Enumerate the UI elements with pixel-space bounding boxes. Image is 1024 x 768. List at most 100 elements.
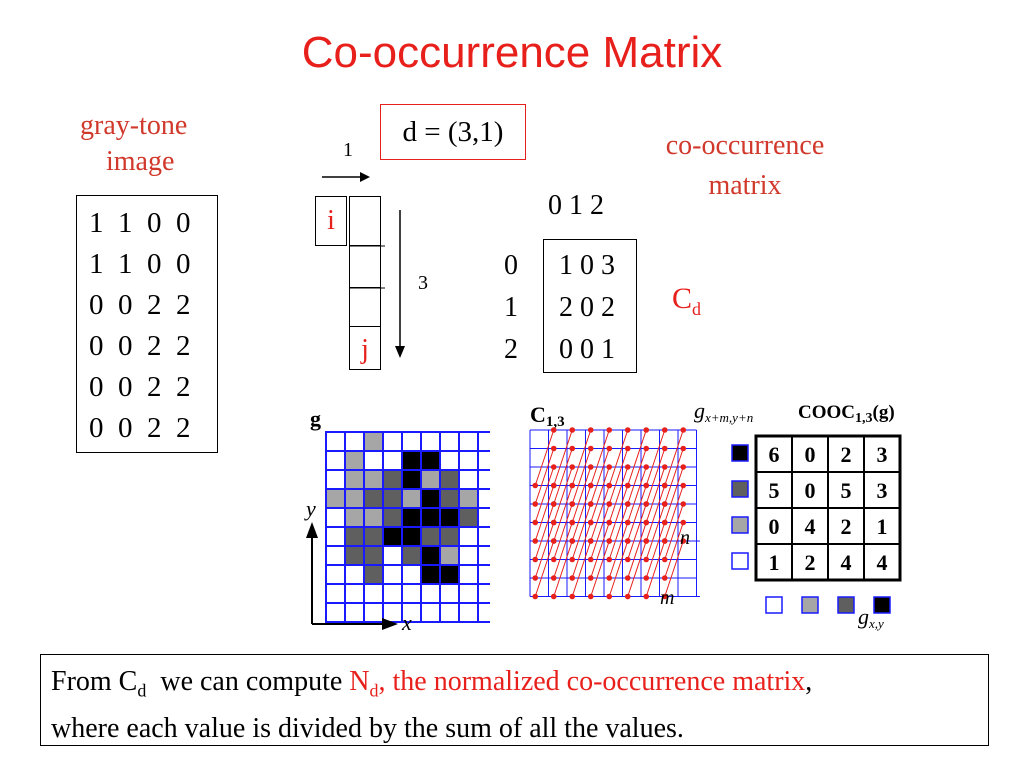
displacement-dot — [550, 556, 557, 563]
displacement-arrow — [627, 522, 647, 579]
cooccurrence-matrix-box: 1 0 3 2 0 2 0 0 1 — [543, 239, 637, 373]
displacement-arrow — [645, 466, 666, 523]
displacement-arrow — [553, 448, 573, 505]
g-pixel — [420, 564, 441, 585]
displacement-dot — [550, 445, 557, 452]
g-top-sub: x+m,y+n — [704, 410, 753, 425]
displacement-dot — [550, 593, 557, 600]
displacement-arrow — [664, 540, 684, 597]
gray-swatch — [873, 596, 891, 614]
n-label: n — [680, 527, 690, 549]
displacement-dot — [661, 501, 668, 507]
horizontal-offset-label: 1 — [343, 139, 353, 161]
displacement-arrow — [553, 522, 573, 579]
displacement-dot — [550, 519, 557, 526]
normalized-matrix-text: , the normalized co-occurrence matrix — [378, 666, 806, 697]
displacement-dot — [569, 427, 576, 433]
g-pixel — [439, 431, 460, 452]
displacement-arrow — [590, 485, 610, 542]
g-pixel — [439, 602, 460, 623]
displacement-dot — [624, 538, 631, 544]
displacement-arrow — [664, 429, 684, 486]
displacement-dot — [569, 519, 576, 526]
displacement-dot — [643, 556, 650, 563]
g-pixel — [401, 469, 422, 490]
g-pixel — [401, 450, 422, 471]
g-pixel — [382, 545, 403, 566]
displacement-arrow — [553, 540, 573, 597]
displacement-arrow — [664, 503, 684, 560]
matrix-column-header: 0 1 2 — [548, 190, 604, 221]
displacement-arrow — [571, 448, 592, 505]
gray-swatch — [731, 516, 749, 534]
g-pixel — [439, 545, 460, 566]
g-pixel — [344, 583, 365, 604]
displacement-dot — [606, 556, 613, 563]
displacement-arrow — [534, 522, 555, 579]
displacement-dot — [624, 501, 631, 507]
displacement-arrow — [534, 466, 555, 523]
displacement-dot — [550, 538, 557, 544]
displacement-dot — [587, 482, 594, 489]
cooc-cell-value: 5 — [841, 478, 852, 503]
g-pixel — [477, 431, 490, 452]
displacement-dot — [680, 445, 687, 452]
matrix-row: 2 0 2 — [559, 292, 615, 323]
cooc-cell-value: 5 — [769, 478, 780, 503]
g-pixel — [325, 583, 346, 604]
displacement-dot — [569, 501, 576, 507]
g-pixel — [458, 450, 479, 471]
start-pixel-i: i — [315, 196, 347, 246]
g-top-label: gx+m,y+n — [694, 398, 753, 425]
displacement-arrow — [534, 448, 555, 505]
m-label: m — [660, 587, 674, 609]
g-pixel — [344, 526, 365, 547]
image-matrix-row: 0 0 2 2 — [89, 330, 191, 362]
image-matrix-row: 0 0 2 2 — [89, 289, 191, 321]
c13-label: C1,3 — [530, 402, 565, 430]
displacement-dot — [550, 501, 557, 507]
g-pixel — [458, 488, 479, 509]
displacement-dot — [643, 501, 650, 507]
displacement-arrow — [645, 522, 666, 579]
g-pixel — [344, 545, 365, 566]
g-pixel — [325, 602, 346, 623]
g-pixel — [420, 545, 441, 566]
image-matrix-row: 0 0 2 2 — [89, 371, 191, 403]
cooc-cell-value: 2 — [841, 442, 852, 467]
displacement-arrow — [534, 485, 555, 542]
g-pixel — [401, 488, 422, 509]
g-pixel — [325, 488, 346, 509]
displacement-arrow — [608, 485, 629, 542]
g-pixel — [344, 450, 365, 471]
g-pixel — [344, 507, 365, 528]
displacement-arrow — [571, 522, 592, 579]
displacement-arrow — [534, 540, 555, 597]
end-pixel-j: j — [349, 326, 381, 370]
displacement-dot — [532, 538, 539, 544]
cd-main: C — [672, 282, 693, 315]
displacement-dot — [532, 501, 539, 507]
displacement-dot — [587, 593, 594, 600]
g-pixel — [439, 507, 460, 528]
explanation-line2: where each value is divided by the sum o… — [51, 712, 684, 744]
g-pixel — [363, 488, 384, 509]
cooc-cell-value: 4 — [841, 550, 852, 575]
figure-c13-displacement: C1,3 n m — [529, 402, 700, 609]
displacement-arrow — [664, 466, 684, 523]
g-pixel — [382, 602, 403, 623]
cooc-cell-value: 4 — [805, 514, 816, 539]
displacement-arrow — [608, 503, 629, 560]
displacement-arrow — [664, 448, 684, 505]
displacement-dot — [587, 556, 594, 563]
displacement-dot — [569, 575, 576, 581]
g-pixel — [382, 507, 403, 528]
cd-sub: d — [692, 299, 702, 319]
g-pixel — [420, 602, 441, 623]
cooc-main: COOC — [798, 402, 855, 423]
cooc-cell — [863, 543, 901, 581]
g-pixel — [401, 526, 422, 547]
displacement-dot — [606, 501, 613, 507]
displacement-arrow — [553, 466, 573, 523]
